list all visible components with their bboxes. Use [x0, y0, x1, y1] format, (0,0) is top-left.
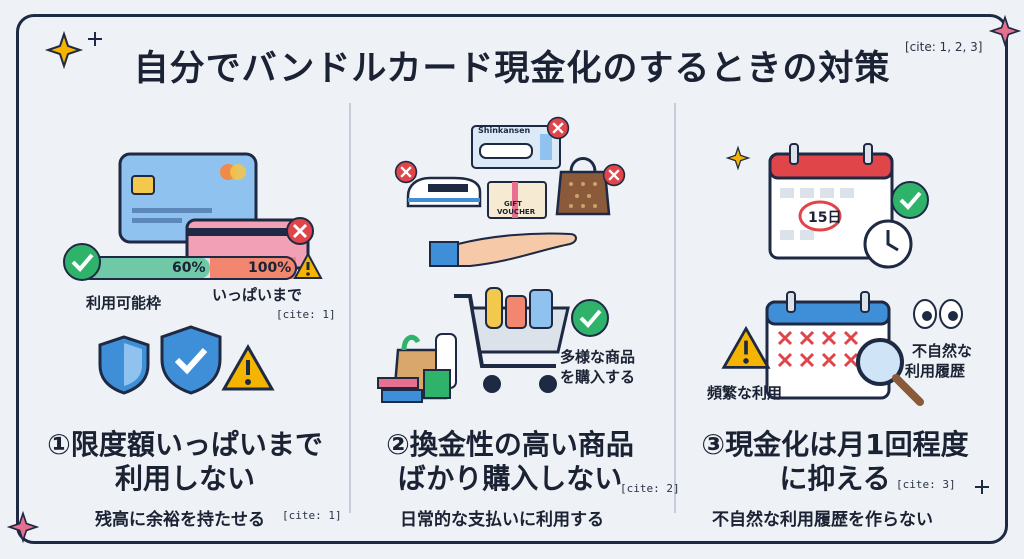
panel1-subtitle-cite: [cite: 1]	[282, 509, 342, 522]
panel1-subtitle: 残高に余裕を持たせる	[95, 510, 265, 530]
ticket-label: Shinkansen	[478, 126, 531, 135]
title-cite: [cite: 1, 2, 3]	[905, 40, 983, 54]
column-divider	[349, 103, 351, 513]
diverse-line2: を購入する	[560, 368, 636, 386]
panel3-heading-line2: に抑える	[779, 462, 891, 495]
unnatural-line2: 利用履歴	[905, 362, 966, 380]
label-full: いっぱいまで	[212, 286, 303, 304]
panel3-heading-line1: ③現金化は月1回程度	[701, 428, 969, 461]
check-circle-icon	[571, 299, 609, 337]
magnifier-icon	[856, 338, 924, 406]
close-icon	[286, 217, 314, 245]
sparkle-icon	[988, 14, 1022, 48]
hand-icon	[429, 232, 577, 267]
train-icon	[406, 176, 482, 208]
panel3-heading-cite: [cite: 3]	[896, 478, 956, 491]
page-title: 自分でバンドルカード現金化のするときの対策	[133, 49, 891, 89]
books-icon	[377, 377, 423, 403]
eyes-icon	[913, 299, 963, 329]
voucher-line1: GIFT	[504, 200, 522, 208]
shopping-cart-icon	[454, 287, 570, 393]
calendar-icon	[765, 291, 891, 400]
sparkle-icon	[6, 510, 40, 544]
unnatural-line1: 不自然な	[912, 342, 973, 360]
close-icon	[546, 116, 570, 140]
panel1-heading-line2: 利用しない	[114, 462, 255, 495]
warning-icon	[221, 343, 275, 391]
diverse-line1: 多様な商品	[560, 348, 636, 366]
panel2-heading-line1: ②換金性の高い商品	[386, 428, 634, 461]
shield-icon	[98, 335, 150, 395]
handbag-icon	[555, 157, 611, 216]
shield-check-icon	[160, 325, 222, 395]
panel2-subtitle: 日常的な支払いに利用する	[400, 510, 604, 530]
warning-icon	[721, 325, 771, 369]
outer-frame	[16, 14, 1008, 544]
clock-icon	[863, 219, 913, 269]
column-divider	[674, 103, 676, 513]
panel1-heading-line1: ①限度額いっぱいまで	[47, 428, 323, 461]
close-icon	[602, 163, 626, 187]
label-limit: 利用可能枠	[86, 294, 162, 312]
bar-60-label: 60%	[172, 260, 206, 276]
panel3-subtitle: 不自然な利用履歴を作らない	[712, 510, 933, 530]
ticket-icon	[471, 125, 561, 169]
sparkle-icon	[725, 145, 751, 171]
voucher-line2: VOUCHER	[497, 208, 536, 216]
close-icon	[394, 160, 418, 184]
calendar-icon	[768, 143, 894, 260]
sparkle-icon	[88, 32, 102, 46]
panel2-heading-line2: ばかり購入しない	[397, 462, 623, 495]
check-circle-icon	[63, 243, 101, 281]
calendar-day: 15日	[808, 210, 842, 226]
gift-voucher-icon	[487, 181, 547, 219]
cite-small: [cite: 1]	[276, 308, 336, 321]
label-frequent: 頻繁な利用	[707, 384, 783, 402]
panel2-heading-cite: [cite: 2]	[620, 482, 680, 495]
bar-100-label: 100%	[248, 260, 292, 276]
sparkle-icon	[975, 480, 989, 494]
warning-icon	[293, 251, 323, 279]
check-circle-icon	[891, 181, 929, 219]
sparkle-icon	[44, 30, 84, 70]
